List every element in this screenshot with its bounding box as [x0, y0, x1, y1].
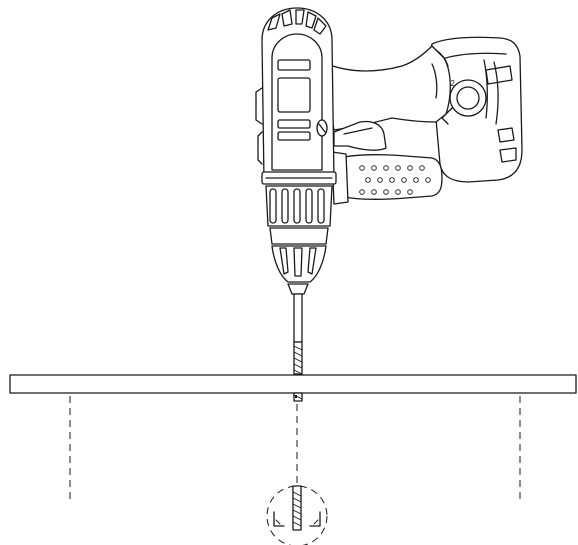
cordless-drill-icon: 12 [255, 7, 523, 375]
side-handle [331, 151, 443, 205]
guide-lines [69, 396, 521, 500]
clutch-ring [265, 185, 333, 227]
handle-holes [359, 165, 431, 195]
board-icon [9, 374, 577, 402]
motor-housing [255, 7, 337, 185]
drill-bit-icon [293, 293, 303, 375]
detail-magnifier-icon [266, 485, 328, 545]
battery-pack: 12 [429, 36, 523, 183]
chuck [269, 227, 329, 295]
